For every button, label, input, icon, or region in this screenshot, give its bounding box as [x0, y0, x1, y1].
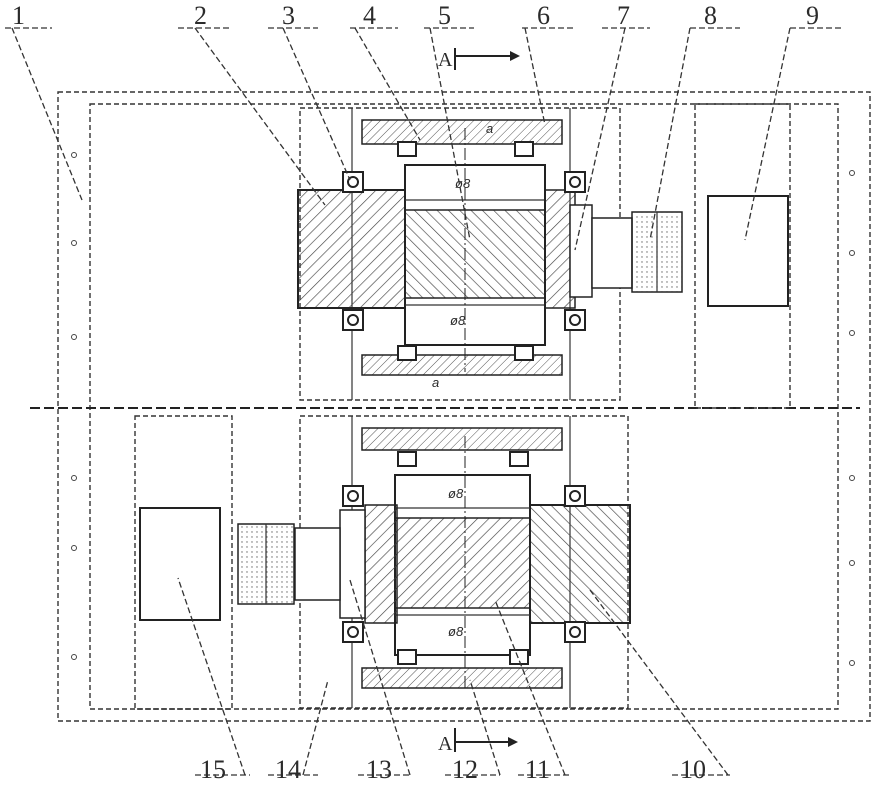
- label-14: 14: [275, 755, 301, 784]
- label-11: 11: [525, 755, 550, 784]
- label-underlines: [5, 27, 842, 776]
- svg-text:ø8: ø8: [450, 313, 466, 328]
- section-mark-bottom: A: [438, 728, 518, 755]
- svg-text:a: a: [432, 375, 439, 390]
- label-5: 5: [438, 1, 451, 30]
- label-2: 2: [194, 1, 207, 30]
- label-6: 6: [537, 1, 550, 30]
- label-4: 4: [363, 1, 376, 30]
- label-8: 8: [704, 1, 717, 30]
- svg-text:ø8: ø8: [448, 486, 464, 501]
- svg-text:A: A: [438, 49, 453, 71]
- lower-gearbox: ø8 ø8: [134, 415, 631, 710]
- label-10: 10: [680, 755, 706, 784]
- label-9: 9: [806, 1, 819, 30]
- label-15: 15: [200, 755, 226, 784]
- label-1: 1: [12, 1, 25, 30]
- lower-bearings: [342, 451, 586, 665]
- svg-text:ø8: ø8: [455, 176, 471, 191]
- svg-text:a: a: [486, 121, 493, 136]
- label-3: 3: [282, 1, 295, 30]
- label-7: 7: [617, 1, 630, 30]
- label-13: 13: [366, 755, 392, 784]
- section-mark-top: A: [438, 48, 520, 71]
- svg-text:A: A: [438, 733, 453, 755]
- frame-bolt-holes: [71, 152, 855, 666]
- part-labels: 1 2 3 4 5 6 7 8 9 10 11 12 13 14 15: [12, 1, 819, 784]
- upper-gearbox: ø8 ø8 a a: [297, 103, 791, 409]
- label-12: 12: [452, 755, 478, 784]
- svg-text:ø8: ø8: [448, 624, 464, 639]
- leader-lines: [11, 27, 791, 776]
